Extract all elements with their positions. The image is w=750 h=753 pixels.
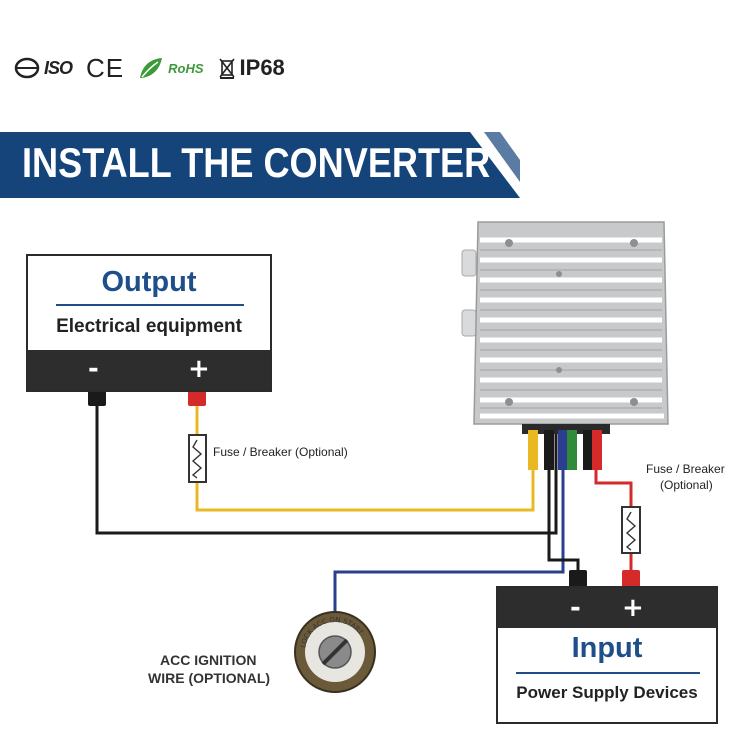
output-positive-wire — [195, 470, 535, 512]
output-negative-terminal — [88, 388, 106, 406]
output-box: Output Electrical equipment - + — [26, 254, 272, 392]
input-positive-terminal — [622, 570, 640, 588]
output-positive-terminal — [188, 388, 206, 406]
iso-logo: ISO — [14, 57, 73, 79]
output-fuse-label: Fuse / Breaker (Optional) — [213, 445, 348, 459]
rohs-logo: RoHS — [138, 56, 204, 80]
output-negative-wire — [95, 395, 558, 535]
ce-text: CE — [86, 52, 125, 83]
input-negative-wire — [547, 430, 580, 572]
converter-unit — [461, 221, 669, 470]
output-minus-sign: - — [88, 354, 99, 384]
output-divider — [56, 304, 244, 306]
ignition-label-line1: ACC IGNITION — [160, 652, 257, 668]
input-title: Input — [571, 632, 643, 664]
ip68-mark: IP68 — [218, 55, 285, 81]
weee-bin-icon — [218, 58, 235, 79]
iso-globe-icon — [14, 57, 40, 79]
input-fuse-label-line1: Fuse / Breaker — [646, 462, 725, 476]
input-fuse-icon — [621, 506, 641, 554]
input-negative-terminal — [569, 570, 587, 588]
iso-text: ISO — [44, 57, 73, 78]
input-fuse-label-line2: (Optional) — [660, 478, 713, 492]
ip68-text: IP68 — [239, 55, 285, 80]
banner-title: INSTALL THE CONVERTER — [22, 139, 491, 186]
rohs-leaf-icon — [140, 58, 163, 78]
ignition-label-line2: WIRE (OPTIONAL) — [148, 670, 271, 686]
ce-mark: CE — [86, 53, 124, 84]
ignition-wire — [333, 430, 565, 615]
output-terminal-bar: - + — [28, 350, 270, 390]
input-divider — [516, 672, 700, 674]
ignition-switch-icon: LOCK ACC ON START — [294, 611, 376, 693]
output-fuse-icon — [188, 434, 207, 483]
output-title: Output — [101, 266, 197, 298]
input-terminal-bar: - + — [498, 588, 716, 628]
rohs-text: RoHS — [168, 60, 204, 76]
input-box: - + Input Power Supply Devices — [496, 586, 718, 724]
certification-row: ISO CE RoHS IP68 — [14, 48, 285, 88]
input-minus-sign: - — [570, 593, 581, 623]
input-plus-sign: + — [622, 593, 644, 623]
title-banner — [0, 132, 520, 198]
output-subtitle: Electrical equipment — [56, 316, 242, 337]
output-plus-sign: + — [188, 354, 210, 384]
input-subtitle: Power Supply Devices — [516, 683, 698, 702]
